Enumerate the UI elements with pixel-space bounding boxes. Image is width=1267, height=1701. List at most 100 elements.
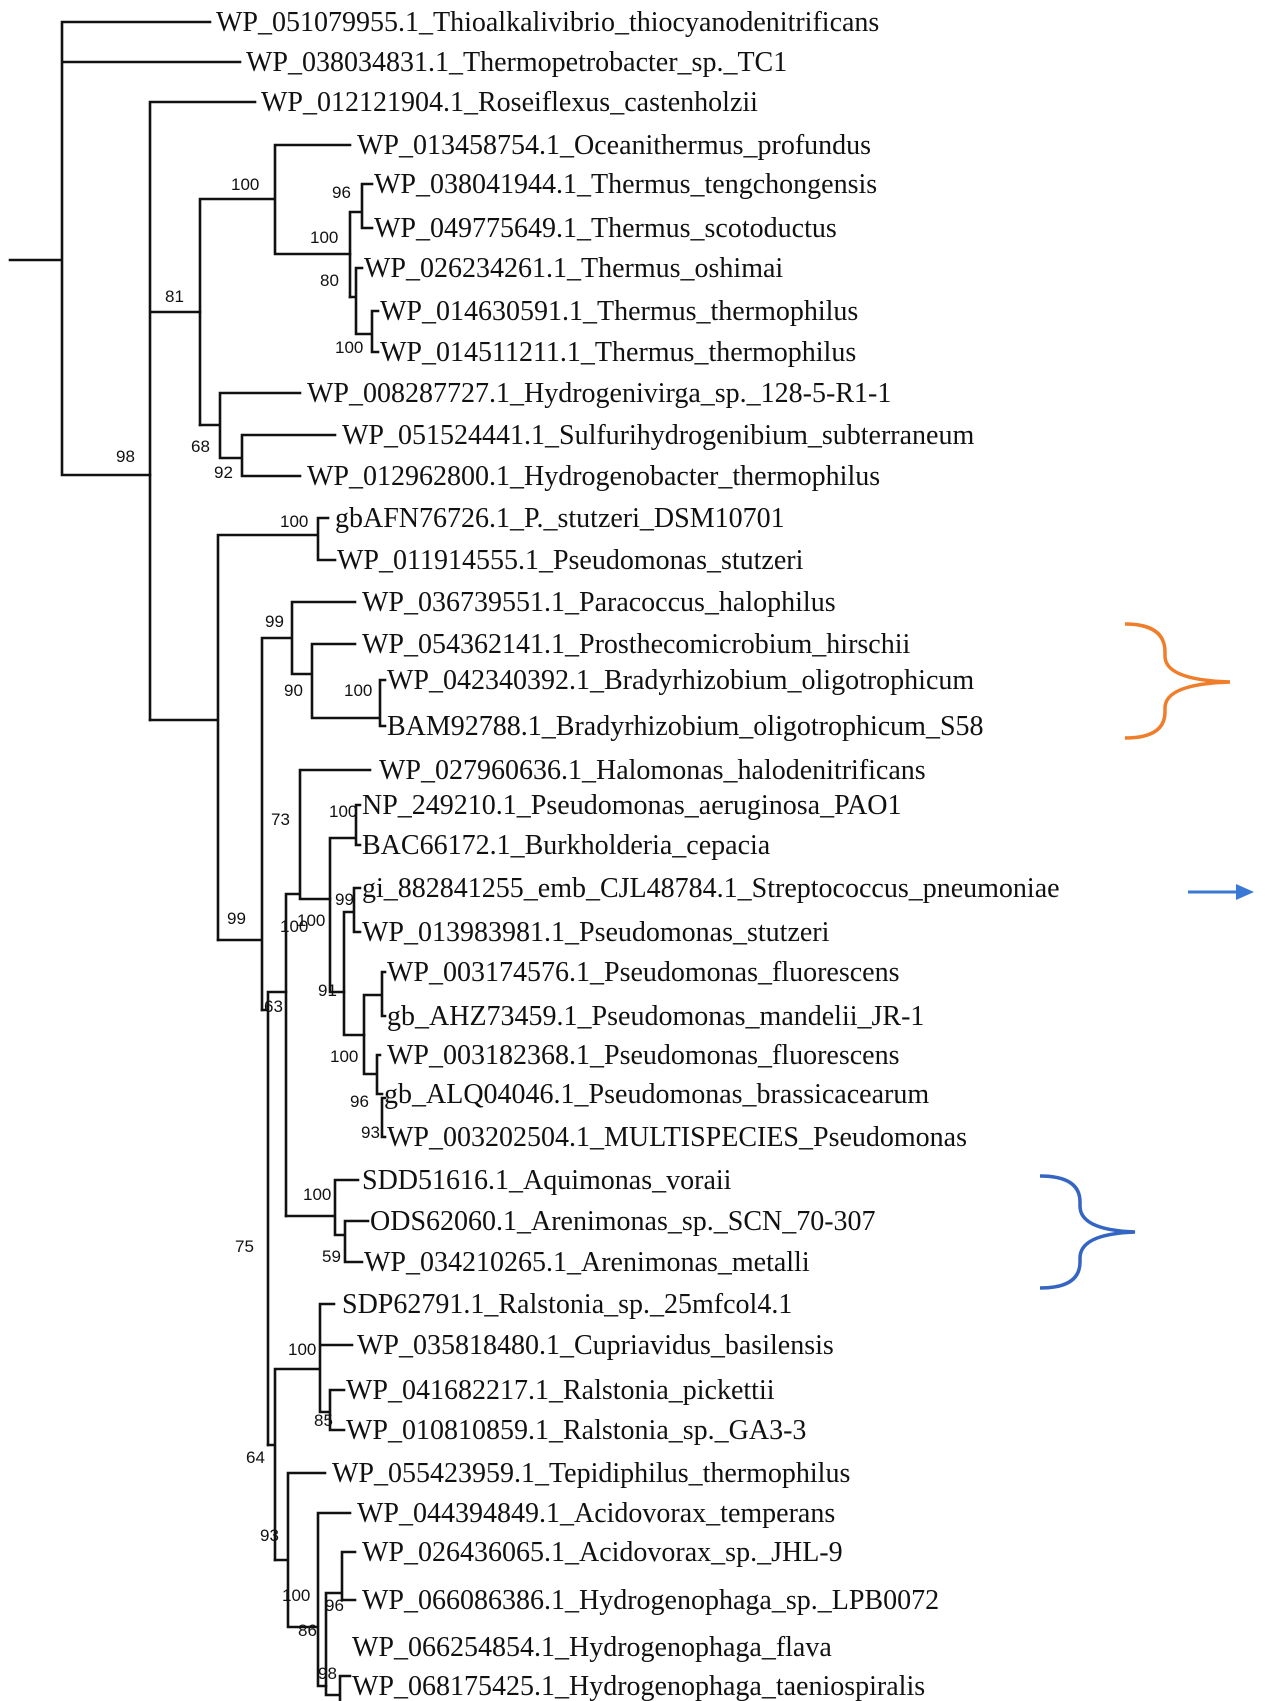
leaf-label: WP_026234261.1_Thermus_oshimai: [364, 253, 783, 284]
support-value: 99: [335, 890, 354, 909]
leaf-label: WP_011914555.1_Pseudomonas_stutzeri: [337, 545, 804, 576]
leaf-label: WP_035818480.1_Cupriavidus_basilensis: [357, 1330, 834, 1361]
branch: [328, 803, 362, 994]
support-value: 100: [280, 512, 308, 531]
leaf-label: WP_014511211.1_Thermus_thermophilus: [380, 337, 856, 368]
support-value: 99: [227, 909, 246, 928]
support-value: 80: [320, 271, 339, 290]
branch: [348, 182, 374, 299]
leaf-label: BAC66172.1_Burkholderia_cepacia: [362, 830, 771, 861]
support-value: 100: [310, 228, 338, 247]
leaf-label: WP_051079955.1_Thioalkalivibrio_thiocyan…: [216, 7, 879, 38]
branch: [284, 1178, 370, 1264]
branch: [198, 143, 352, 427]
leaf-label: WP_012962800.1_Hydrogenobacter_thermophi…: [307, 461, 880, 492]
support-value: 98: [318, 1664, 337, 1683]
support-value: 96: [350, 1092, 369, 1111]
leaf-label: WP_066254854.1_Hydrogenophaga_flava: [352, 1632, 832, 1663]
branch: [273, 1471, 352, 1688]
support-value: 100: [288, 1340, 316, 1359]
leaf-label: WP_042340392.1_Bradyrhizobium_oligotroph…: [387, 665, 974, 696]
branch: [198, 391, 337, 478]
leaf-label: WP_003202504.1_MULTISPECIES_Pseudomonas: [387, 1122, 967, 1153]
leaf-label: WP_066086386.1_Hydrogenophaga_sp._LPB007…: [362, 1585, 939, 1616]
leaf-label: WP_049775649.1_Thermus_scotoductus: [374, 213, 837, 244]
support-value: 99: [265, 612, 284, 631]
leaf-label: gb_AHZ73459.1_Pseudomonas_mandelii_JR-1: [387, 1001, 924, 1032]
leaf-label: WP_036739551.1_Paracoccus_halophilus: [362, 587, 836, 618]
support-value: 96: [325, 1596, 344, 1615]
leaf-label: SDP62791.1_Ralstonia_sp._25mfcol4.1: [342, 1289, 792, 1320]
support-value: 64: [246, 1448, 265, 1467]
branch: [266, 1302, 354, 1562]
leaf-label: NP_249210.1_Pseudomonas_aeruginosa_PAO1: [362, 790, 902, 821]
leaf-labels: WP_051079955.1_Thioalkalivibrio_thiocyan…: [216, 7, 1060, 1701]
leaf-label: WP_068175425.1_Hydrogenophaga_taeniospir…: [352, 1671, 925, 1701]
leaf-label: WP_008287727.1_Hydrogenivirga_sp._128-5-…: [307, 378, 891, 409]
support-value: 73: [271, 810, 290, 829]
support-value: 100: [280, 917, 308, 936]
highlights: [1039, 622, 1254, 1290]
branch: [260, 990, 288, 1447]
support-value: 100: [329, 802, 357, 821]
branch: [284, 768, 372, 1218]
support-value: 81: [165, 287, 184, 306]
leaf-label: gb_ALQ04046.1_Pseudomonas_brassicacearum: [384, 1079, 929, 1110]
orange-bracket: [1124, 622, 1231, 740]
leaf-label: WP_038041944.1_Thermus_tengchongensis: [374, 169, 877, 200]
support-value: 100: [344, 681, 372, 700]
leaf-label: WP_012121904.1_Roseiflexus_castenholzii: [261, 87, 758, 118]
blue-arrowhead-icon: [1236, 884, 1254, 900]
support-value: 92: [214, 463, 233, 482]
branch: [362, 970, 387, 1139]
support-value: 100: [330, 1047, 358, 1066]
support-value: 75: [235, 1237, 254, 1256]
leaf-label: WP_027960636.1_Halomonas_halodenitrifica…: [379, 755, 926, 786]
support-value: 96: [332, 183, 351, 202]
leaf-label: gbAFN76726.1_P._stutzeri_DSM10701: [335, 503, 785, 534]
leaf-label: WP_051524441.1_Sulfurihydrogenibium_subt…: [342, 420, 974, 451]
branch: [148, 100, 257, 722]
leaf-label: SDD51616.1_Aquimonas_voraii: [362, 1165, 732, 1196]
support-value: 100: [335, 338, 363, 357]
leaf-label: ODS62060.1_Arenimonas_sp._SCN_70-307: [370, 1206, 876, 1237]
leaf-label: WP_034210265.1_Arenimonas_metalli: [364, 1247, 810, 1278]
support-value: 100: [303, 1185, 331, 1204]
branch: [148, 516, 337, 942]
leaf-label: BAM92788.1_Bradyrhizobium_oligotrophicum…: [387, 711, 984, 742]
branch: [324, 1550, 357, 1701]
support-value: 91: [318, 981, 337, 1000]
blue-bracket: [1039, 1174, 1136, 1290]
leaf-label: WP_014630591.1_Thermus_thermophilus: [380, 296, 858, 327]
support-value: 85: [314, 1411, 333, 1430]
branch: [8, 20, 242, 477]
branch: [348, 266, 380, 354]
support-value: 100: [297, 911, 325, 930]
leaf-label: WP_044394849.1_Acidovorax_temperans: [357, 1498, 835, 1529]
support-value: 93: [260, 1526, 279, 1545]
leaf-label: WP_013458754.1_Oceanithermus_profundus: [357, 130, 871, 161]
support-value: 93: [361, 1123, 380, 1142]
support-value: 68: [191, 437, 210, 456]
leaf-label: WP_055423959.1_Tepidiphilus_thermophilus: [332, 1458, 850, 1489]
leaf-label: WP_013983981.1_Pseudomonas_stutzeri: [362, 917, 830, 948]
support-value: 100: [231, 175, 259, 194]
tree-branches: [8, 20, 387, 1701]
support-value: 90: [284, 681, 303, 700]
branch: [216, 600, 387, 1012]
support-value: 59: [322, 1247, 341, 1266]
leaf-label: WP_003174576.1_Pseudomonas_fluorescens: [387, 957, 900, 988]
support-value: 63: [264, 997, 283, 1016]
leaf-label: WP_003182368.1_Pseudomonas_fluorescens: [387, 1040, 900, 1071]
leaf-label: WP_026436065.1_Acidovorax_sp._JHL-9: [362, 1537, 843, 1568]
leaf-label: gi_882841255_emb_CJL48784.1_Streptococcu…: [362, 873, 1060, 904]
branch: [342, 886, 366, 1037]
leaf-label: WP_054362141.1_Prosthecomicrobium_hirsch…: [362, 629, 911, 660]
support-value: 86: [298, 1621, 317, 1640]
leaf-label: WP_010810859.1_Ralstonia_sp._GA3-3: [346, 1415, 806, 1446]
support-values: 9881100100968010068921001009990100996373…: [116, 175, 380, 1683]
leaf-label: WP_041682217.1_Ralstonia_pickettii: [346, 1375, 775, 1406]
support-value: 100: [282, 1586, 310, 1605]
support-value: 98: [116, 447, 135, 466]
